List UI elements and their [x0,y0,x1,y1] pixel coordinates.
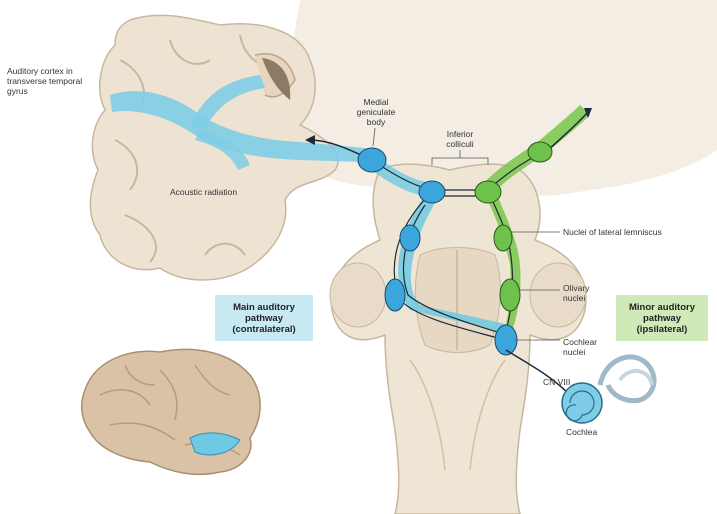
acoustic-radiation-label: Acoustic radiation [170,187,237,197]
cochlea-label: Cochlea [566,427,597,437]
medial-geniculate-nucleus [358,148,386,172]
inferior-colliculus-right [475,181,501,203]
brain-inset [82,349,260,474]
lateral-lemniscus-label: Nuclei of lateral lemniscus [563,227,662,237]
cochlear-nuclei-label: Cochlear nuclei [563,337,597,357]
minor-pathway-box: Minor auditory pathway (ipsilateral) [616,295,708,341]
cn-viii-label: CN VIII [543,377,570,387]
main-pathway-box: Main auditory pathway (contralateral) [215,295,313,341]
olivary-nuclei-label: Olivary nuclei [563,283,589,303]
inferior-colliculi-label: Inferior colliculi [425,129,495,149]
medial-geniculate-label: Medial geniculate body [350,97,402,127]
olivary-nucleus [500,279,520,311]
auditory-cortex-label: Auditory cortex in transverse temporal g… [7,66,82,96]
inferior-colliculus-left [419,181,445,203]
semicircular-canals [600,357,654,401]
